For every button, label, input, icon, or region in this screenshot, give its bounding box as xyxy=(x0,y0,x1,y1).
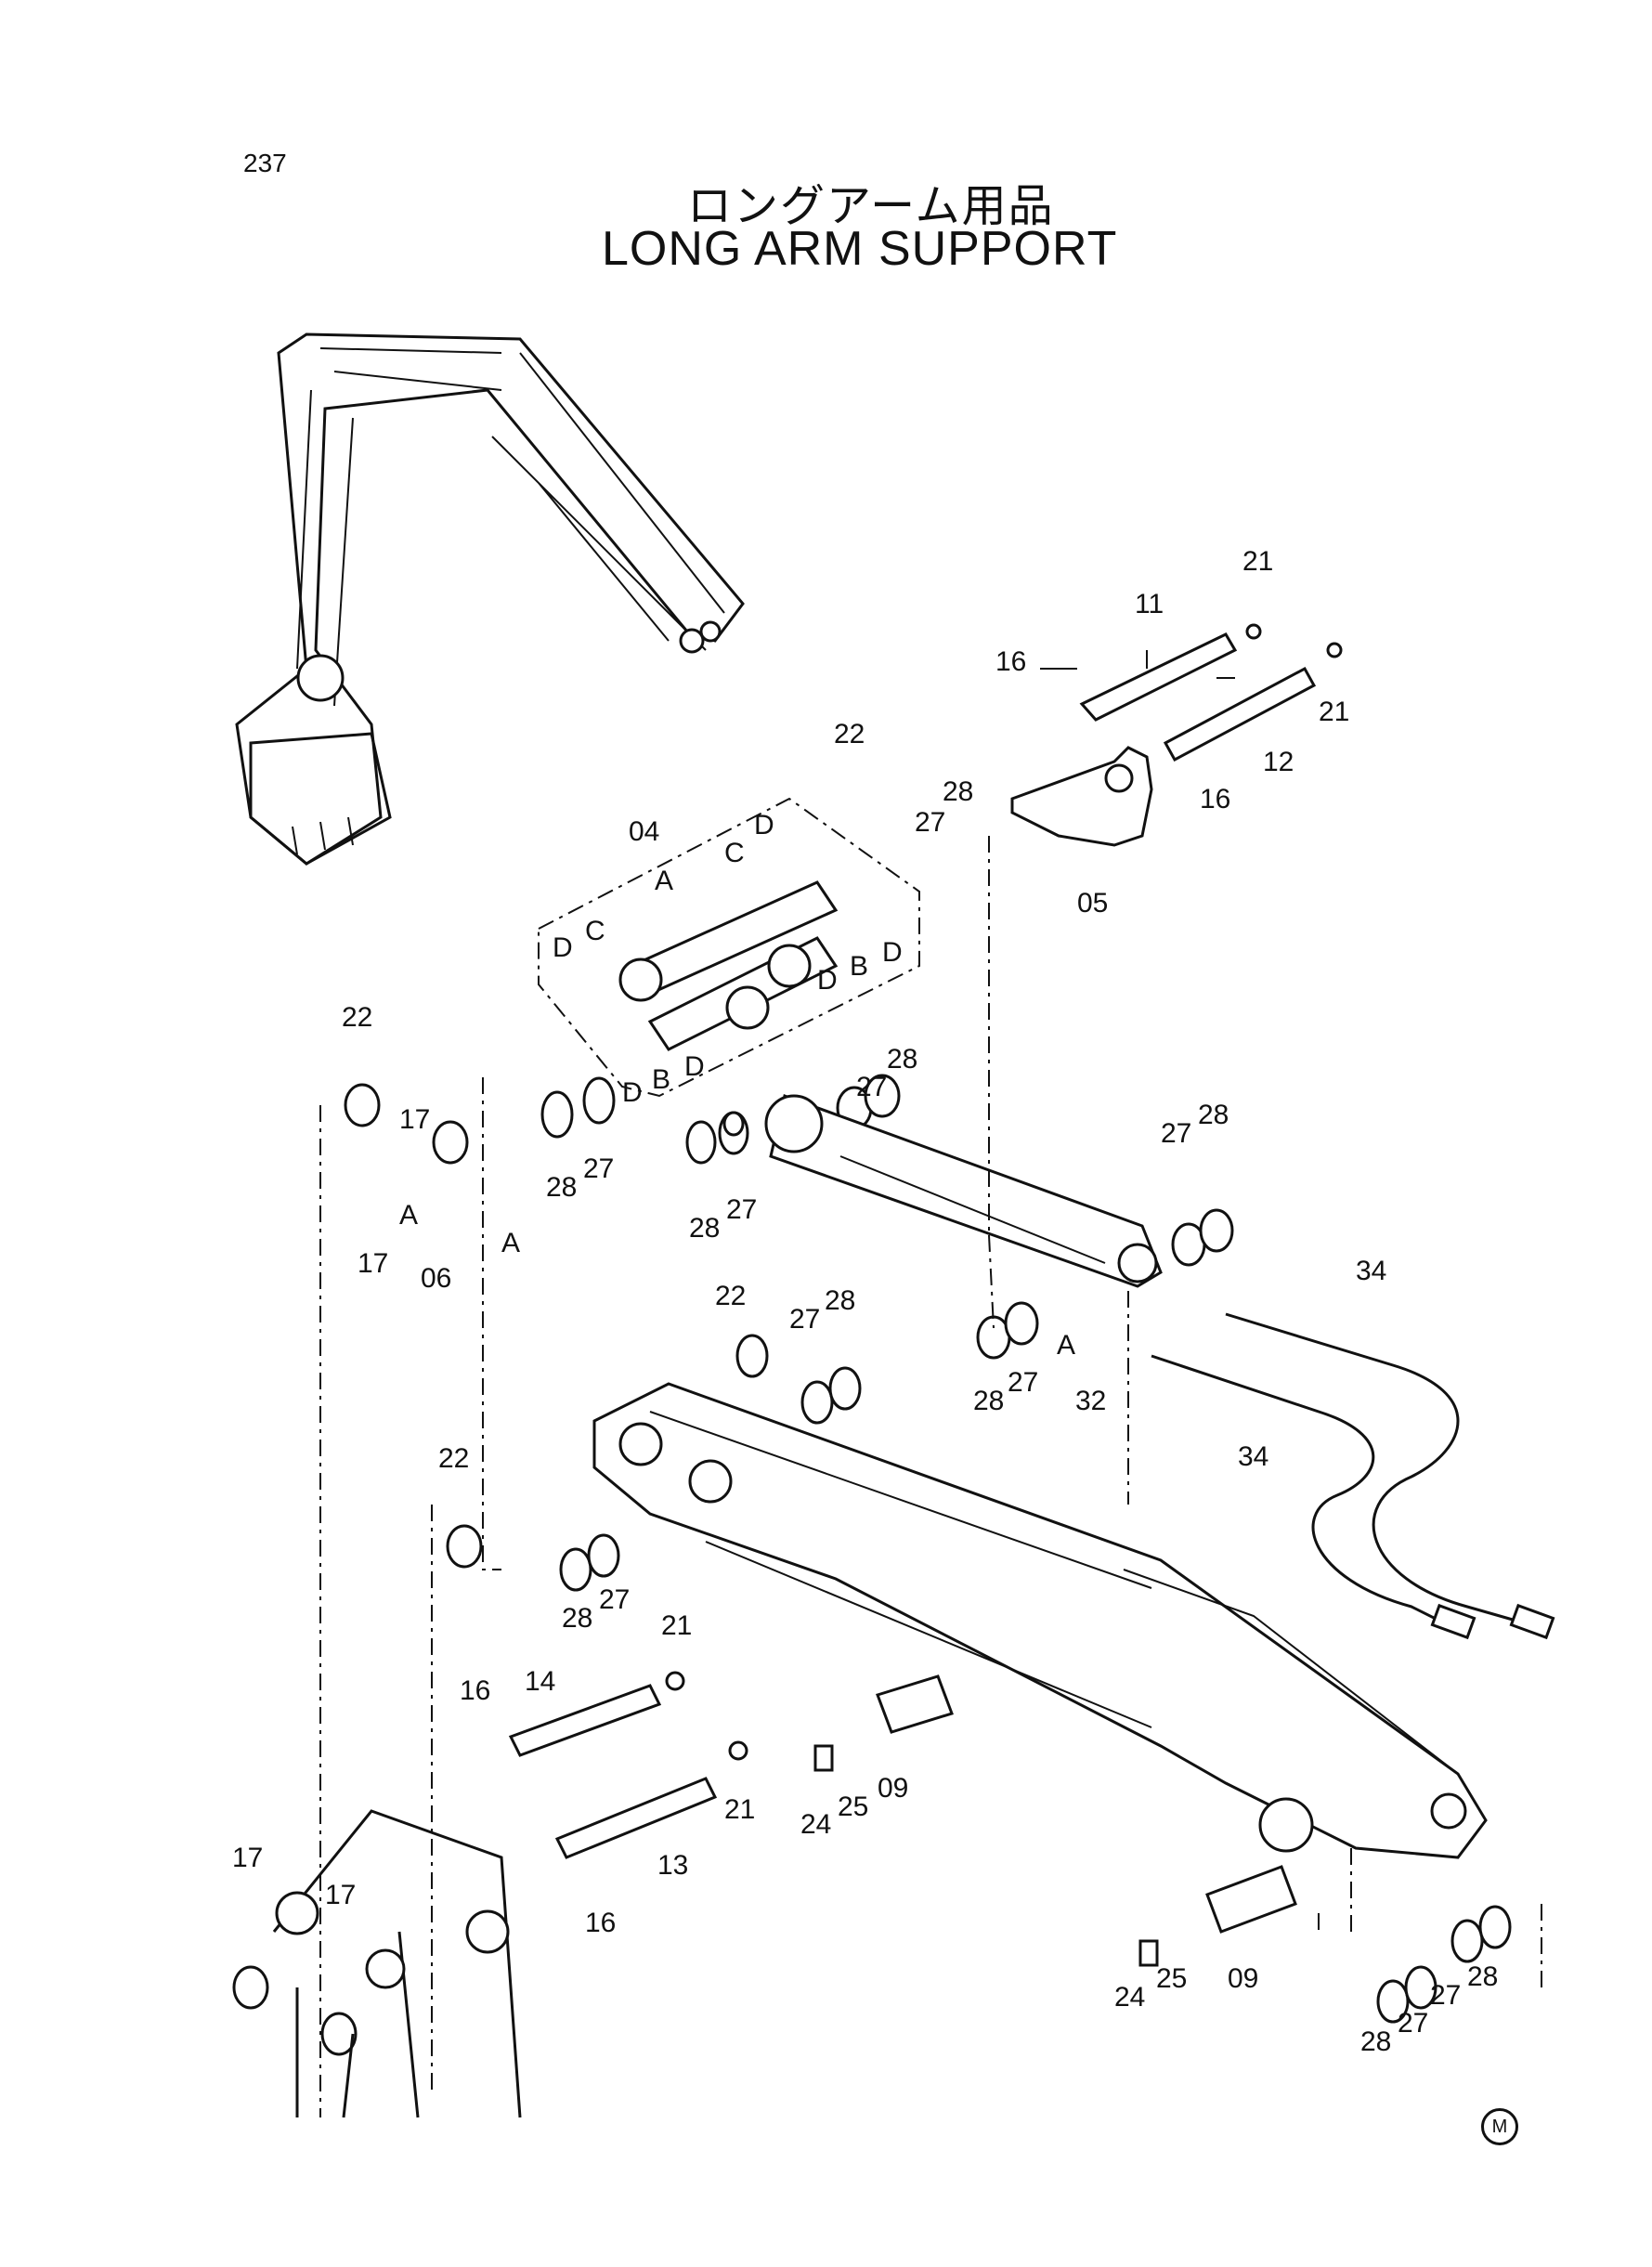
callout-16: 16 xyxy=(585,1908,616,1938)
callout-C: C xyxy=(585,916,605,946)
callout-28: 28 xyxy=(943,776,973,807)
callout-34: 34 xyxy=(1356,1256,1386,1286)
callout-06: 06 xyxy=(421,1263,451,1294)
hydraulic-cylinder xyxy=(764,1094,1163,1288)
upper-pins-and-bracket xyxy=(1010,623,1343,847)
callout-28: 28 xyxy=(973,1386,1004,1416)
leader-lines xyxy=(319,650,1542,2117)
callout-09: 09 xyxy=(1228,1963,1258,1994)
callout-17: 17 xyxy=(232,1843,263,1873)
callout-22: 22 xyxy=(342,1002,372,1033)
callout-D: D xyxy=(817,965,838,996)
page-number: 237 xyxy=(243,149,287,177)
manufacturer-mark: M xyxy=(1481,2108,1518,2145)
arm-boom xyxy=(592,1382,1488,1859)
callout-A: A xyxy=(655,866,673,896)
callout-B: B xyxy=(652,1064,670,1095)
callout-21: 21 xyxy=(724,1794,755,1825)
callout-27: 27 xyxy=(726,1194,757,1225)
callout-28: 28 xyxy=(562,1603,592,1634)
title-english: LONG ARM SUPPORT xyxy=(602,222,1118,276)
boom-end-outline xyxy=(272,1809,522,2118)
callout-27: 27 xyxy=(856,1072,887,1102)
callout-B: B xyxy=(850,951,868,982)
callout-27: 27 xyxy=(1430,1980,1461,2011)
callout-D: D xyxy=(684,1051,705,1082)
hydraulic-hoses-34 xyxy=(1151,1312,1555,1640)
callout-A: A xyxy=(501,1228,520,1258)
callout-22: 22 xyxy=(715,1281,746,1311)
callout-27: 27 xyxy=(1161,1118,1191,1149)
callout-D: D xyxy=(553,932,573,963)
callout-16: 16 xyxy=(460,1675,490,1706)
callout-27: 27 xyxy=(583,1153,614,1184)
callout-25: 25 xyxy=(1156,1963,1187,1994)
callout-28: 28 xyxy=(546,1172,577,1203)
callout-A: A xyxy=(1057,1330,1075,1361)
callout-11: 11 xyxy=(1135,589,1164,619)
excavator-overview-illustration xyxy=(235,332,745,866)
callout-21: 21 xyxy=(1242,546,1273,577)
callout-24: 24 xyxy=(1114,1982,1145,2013)
lower-pins-bolts xyxy=(508,1671,1297,1967)
callout-21: 21 xyxy=(661,1610,692,1641)
callout-17: 17 xyxy=(399,1104,430,1135)
callout-13: 13 xyxy=(657,1850,688,1881)
callout-27: 27 xyxy=(1008,1367,1038,1398)
callout-16: 16 xyxy=(1200,784,1230,814)
callout-21: 21 xyxy=(1319,697,1349,727)
callout-09: 09 xyxy=(878,1773,908,1804)
callout-27: 27 xyxy=(1398,2008,1428,2039)
callout-28: 28 xyxy=(1467,1961,1498,1992)
callout-28: 28 xyxy=(825,1285,855,1316)
callout-28: 28 xyxy=(887,1044,917,1075)
callout-05: 05 xyxy=(1077,888,1108,919)
callout-22: 22 xyxy=(438,1443,469,1474)
callout-D: D xyxy=(882,937,903,968)
callout-28: 28 xyxy=(689,1213,720,1244)
title-japanese: ロングアーム用品 xyxy=(687,182,1055,231)
callout-labels: 21 11 16 21 12 16 22 28 27 05 04 D C A C… xyxy=(232,546,1498,2057)
callout-14: 14 xyxy=(525,1666,555,1697)
callout-12: 12 xyxy=(1263,747,1294,777)
callout-27: 27 xyxy=(915,807,945,838)
callout-28: 28 xyxy=(1360,2026,1391,2057)
callout-04: 04 xyxy=(629,816,659,847)
callout-27: 27 xyxy=(599,1584,630,1615)
callout-32: 32 xyxy=(1075,1386,1106,1416)
callout-16: 16 xyxy=(995,646,1026,677)
callout-D: D xyxy=(754,810,774,840)
callout-25: 25 xyxy=(838,1791,868,1822)
callout-27: 27 xyxy=(789,1304,820,1335)
callout-C: C xyxy=(724,838,745,868)
link-assembly-04 xyxy=(538,797,920,1098)
callout-24: 24 xyxy=(800,1809,831,1840)
callout-17: 17 xyxy=(325,1880,356,1910)
callout-28: 28 xyxy=(1198,1100,1229,1130)
callout-17: 17 xyxy=(358,1248,388,1279)
callout-D: D xyxy=(622,1077,643,1108)
callout-22: 22 xyxy=(834,719,865,749)
callout-34: 34 xyxy=(1238,1441,1268,1472)
callout-A: A xyxy=(399,1200,418,1231)
seals-and-shims xyxy=(232,1074,1512,2056)
